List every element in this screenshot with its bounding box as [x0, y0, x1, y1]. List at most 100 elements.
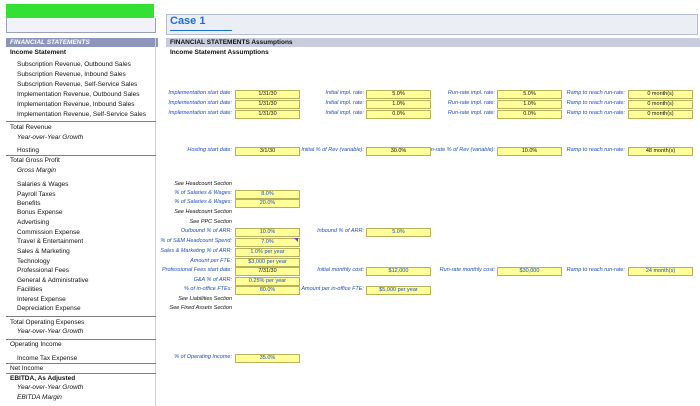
- row-label[interactable]: Net Income: [10, 365, 44, 372]
- row-label[interactable]: Professional Fees: [17, 267, 70, 274]
- prof-runrate-label: Run-rate monthly cost:: [439, 267, 495, 273]
- row-label[interactable]: Subscription Revenue, Inbound Sales: [17, 71, 126, 78]
- row-label[interactable]: Facilities: [17, 286, 43, 293]
- assumptions-header: Income Statement Assumptions: [170, 49, 269, 56]
- comment-indicator-icon[interactable]: [294, 238, 298, 242]
- row-label[interactable]: Interest Expense: [17, 296, 66, 303]
- impl-init-rate[interactable]: 1.0%: [366, 100, 431, 109]
- row-label[interactable]: Commission Expense: [17, 229, 80, 236]
- row-label[interactable]: Subscription Revenue, Self-Service Sales: [17, 81, 138, 88]
- status-bar: [6, 4, 154, 18]
- tax-rate[interactable]: 35.0%: [235, 354, 300, 363]
- impl-runrate-label: Run-rate impl. rate:: [447, 100, 495, 106]
- row-label[interactable]: Year-over-Year Growth: [17, 384, 84, 391]
- impl-runrate[interactable]: 5.0%: [497, 90, 562, 99]
- row-label[interactable]: Implementation Revenue, Self-Service Sal…: [17, 111, 146, 118]
- facilities-rate[interactable]: 80.0%: [235, 286, 300, 295]
- row-label[interactable]: Implementation Revenue, Inbound Sales: [17, 101, 135, 108]
- impl-runrate-label: Run-rate impl. rate:: [447, 90, 495, 96]
- row-label[interactable]: Total Gross Profit: [10, 157, 60, 164]
- row-label[interactable]: General & Administrative: [17, 277, 89, 284]
- row-label[interactable]: Salaries & Wages: [17, 181, 69, 188]
- row-label[interactable]: Subscription Revenue, Outbound Sales: [17, 61, 131, 68]
- impl-init-rate[interactable]: 5.0%: [366, 90, 431, 99]
- impl-start-label: Implementation start date:: [168, 110, 232, 116]
- tech-label: Amount per FTE:: [190, 258, 232, 264]
- hosting-init-label: Initial % of Rev (variable):: [301, 147, 364, 153]
- ga-label: G&A % of ARR:: [193, 277, 232, 283]
- row-label[interactable]: Hosting: [17, 147, 40, 154]
- row-label[interactable]: Technology: [17, 258, 50, 265]
- row-label[interactable]: Bonus Expense: [17, 209, 63, 216]
- impl-init-label: Initial impl. rate:: [325, 110, 364, 116]
- ga-rate[interactable]: 0.25% per year: [235, 277, 300, 286]
- case-title[interactable]: Case 1: [170, 15, 206, 27]
- impl-start-date[interactable]: 1/31/30: [235, 110, 300, 119]
- row-label[interactable]: EBITDA Margin: [17, 394, 62, 401]
- sm-label: Sales & Marketing % of ARR:: [160, 248, 232, 254]
- impl-runrate[interactable]: 1.0%: [497, 100, 562, 109]
- tech-amount[interactable]: $3,000 per year: [235, 258, 300, 267]
- travel-rate[interactable]: 7.0%: [235, 238, 300, 247]
- impl-start-label: Implementation start date:: [168, 100, 232, 106]
- benefits-rate[interactable]: 20.0%: [235, 199, 300, 208]
- impl-start-date[interactable]: 1/31/30: [235, 100, 300, 109]
- income-statement-header: Income Statement: [10, 49, 66, 56]
- left-section-header: FINANCIAL STATEMENTS: [6, 38, 158, 47]
- commission-inbound[interactable]: 5.0%: [366, 228, 431, 237]
- hosting-start-label: Hosting start date:: [187, 147, 232, 153]
- prof-runrate[interactable]: $30,000: [497, 267, 562, 276]
- hosting-start-date[interactable]: 3/1/30: [235, 147, 300, 156]
- divider: [6, 121, 156, 122]
- hosting-runrate[interactable]: 10.0%: [497, 147, 562, 156]
- divider: [6, 373, 156, 374]
- hosting-ramp[interactable]: 48 month(s): [628, 147, 693, 156]
- name-box[interactable]: [6, 18, 156, 33]
- impl-runrate[interactable]: 0.0%: [497, 110, 562, 119]
- column-divider: [155, 38, 156, 406]
- row-label[interactable]: Depreciation Expense: [17, 305, 81, 312]
- prof-init[interactable]: $12,000: [366, 267, 431, 276]
- row-label[interactable]: Sales & Marketing: [17, 248, 70, 255]
- impl-start-date[interactable]: 1/31/30: [235, 90, 300, 99]
- prof-ramp-label: Ramp to reach run-rate:: [566, 267, 625, 273]
- prof-init-label: Initial monthly cost:: [317, 267, 364, 273]
- hosting-init[interactable]: 30.0%: [366, 147, 431, 156]
- impl-runrate-label: Run-rate impl. rate:: [447, 110, 495, 116]
- row-label[interactable]: Implementation Revenue, Outbound Sales: [17, 91, 140, 98]
- row-label[interactable]: Travel & Entertainment: [17, 238, 84, 245]
- advertising-note: See PPC Section: [189, 219, 233, 225]
- impl-init-rate[interactable]: 0.0%: [366, 110, 431, 119]
- row-label[interactable]: Benefits: [17, 200, 41, 207]
- interest-note: See Liabilities Section: [178, 296, 232, 302]
- case-title-underline: [170, 30, 232, 31]
- prof-start-date[interactable]: 7/31/30: [235, 267, 300, 276]
- prof-ramp[interactable]: 24 month(s): [628, 267, 693, 276]
- row-label[interactable]: Total Operating Expenses: [10, 319, 85, 326]
- payroll-rate[interactable]: 8.0%: [235, 190, 300, 199]
- impl-ramp[interactable]: 0 month(s): [628, 110, 693, 119]
- row-label[interactable]: Year-over-Year Growth: [17, 328, 84, 335]
- commission-outbound-label: Outbound % of ARR:: [180, 228, 232, 234]
- benefits-label: % of Salaries & Wages:: [174, 199, 232, 205]
- tax-label: % of Operating Income:: [174, 354, 232, 360]
- impl-start-label: Implementation start date:: [168, 90, 232, 96]
- row-label[interactable]: Operating Income: [10, 341, 62, 348]
- row-label[interactable]: EBITDA, As Adjusted: [10, 375, 76, 382]
- impl-ramp-label: Ramp to reach run-rate:: [566, 100, 625, 106]
- row-label[interactable]: Income Tax Expense: [17, 355, 78, 362]
- row-label[interactable]: Payroll Taxes: [17, 191, 56, 198]
- right-section-header: FINANCIAL STATEMENTS Assumptions: [166, 38, 700, 47]
- sm-rate[interactable]: 1.0% per year: [235, 248, 300, 257]
- row-label[interactable]: Total Revenue: [10, 124, 52, 131]
- commission-outbound[interactable]: 10.0%: [235, 228, 300, 237]
- hosting-runrate-label: n-rate % of Rev (variable):: [430, 147, 495, 153]
- impl-ramp[interactable]: 0 month(s): [628, 100, 693, 109]
- row-label[interactable]: Advertising: [17, 219, 50, 226]
- divider: [6, 363, 156, 364]
- impl-ramp[interactable]: 0 month(s): [628, 90, 693, 99]
- facilities-amount[interactable]: $5,000 per year: [366, 286, 431, 295]
- facilities-amount-label: Amount per in-office FTE:: [301, 286, 364, 292]
- row-label[interactable]: Gross Margin: [17, 167, 57, 174]
- row-label[interactable]: Year-over-Year Growth: [17, 134, 84, 141]
